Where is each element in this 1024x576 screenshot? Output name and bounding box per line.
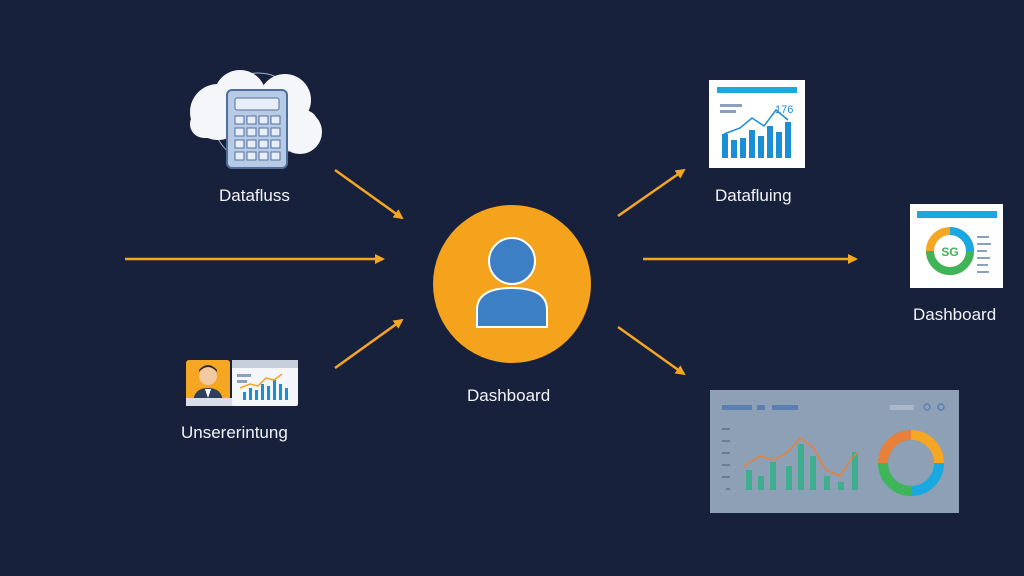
- dashboard-panel: [710, 390, 959, 513]
- user-icon: [476, 237, 548, 328]
- connector-arrows: [125, 168, 858, 376]
- report-bars: [722, 122, 791, 158]
- label-gauge-dashboard: Dashboard: [913, 305, 997, 324]
- arrow-hub-to-panel: [617, 325, 686, 376]
- label-center-dashboard: Dashboard: [467, 386, 551, 405]
- arrow-hub-to-report: [617, 168, 686, 218]
- label-report-target: Datafluing: [715, 186, 792, 205]
- arrow-user-to-hub: [334, 318, 404, 370]
- report-card-value: 176: [775, 104, 793, 116]
- arrow-datafluss-to-hub: [334, 168, 404, 220]
- gauge-card: [910, 204, 1003, 288]
- calculator-icon: [226, 89, 288, 169]
- panel-donut: [878, 430, 944, 496]
- label-user-source: Unsererintung: [181, 423, 288, 442]
- user-profile-card: [186, 360, 298, 406]
- panel-bars: [746, 444, 858, 490]
- label-datafluss: Datafluss: [219, 186, 290, 205]
- hub-node: [433, 205, 591, 363]
- report-card: [709, 80, 805, 168]
- gauge-card-value: SG: [941, 245, 958, 259]
